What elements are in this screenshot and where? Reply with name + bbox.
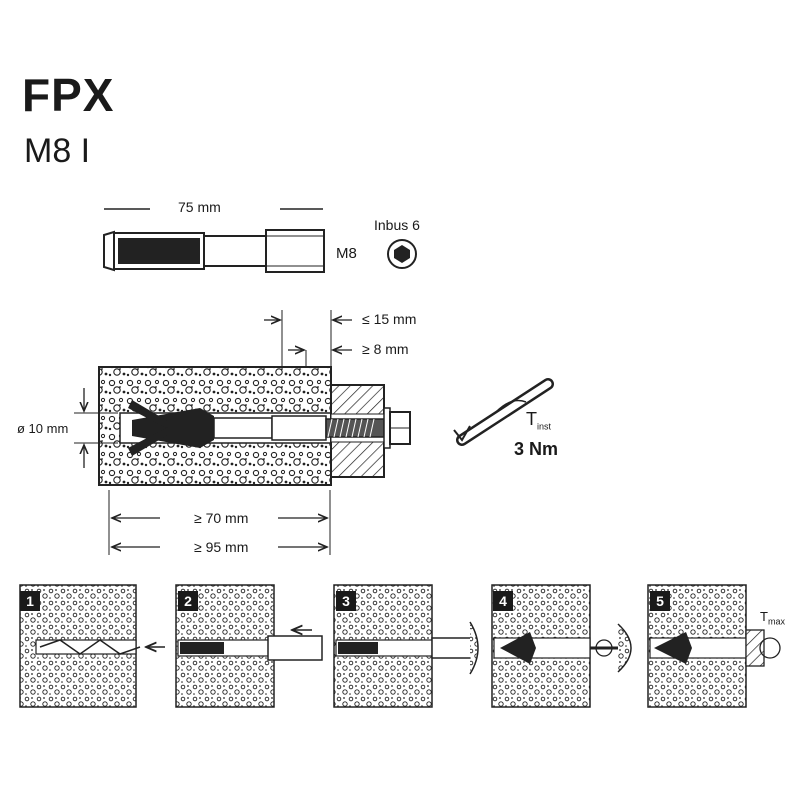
- fixture-min-label: ≥ 8 mm: [362, 341, 409, 357]
- hex-size-label: Inbus 6: [374, 217, 420, 233]
- hex-key-icon: [453, 378, 554, 446]
- anchor-top-view: [103, 208, 417, 273]
- length-label: 75 mm: [178, 199, 221, 215]
- step-2-number: 2: [178, 591, 198, 611]
- installation-steps: [19, 584, 781, 708]
- product-subtitle: M8 I: [24, 132, 91, 170]
- tmax-label: Tmax: [760, 609, 785, 627]
- step-1-number: 1: [20, 591, 40, 611]
- installation-section: [74, 310, 411, 555]
- embed-depth-label: ≥ 70 mm: [194, 510, 249, 526]
- hole-diameter-label: ø 10 mm: [17, 421, 69, 436]
- product-title: FPX: [22, 69, 115, 121]
- torque-value: 3 Nm: [514, 439, 559, 459]
- fixture-max-label: ≤ 15 mm: [362, 311, 417, 327]
- torque-symbol: Tinst: [526, 409, 552, 432]
- step-5-number: 5: [650, 591, 670, 611]
- step-3-number: 3: [336, 591, 356, 611]
- hole-depth-label: ≥ 95 mm: [194, 539, 249, 555]
- step-4-number: 4: [493, 591, 513, 611]
- thread-label: M8: [336, 245, 357, 262]
